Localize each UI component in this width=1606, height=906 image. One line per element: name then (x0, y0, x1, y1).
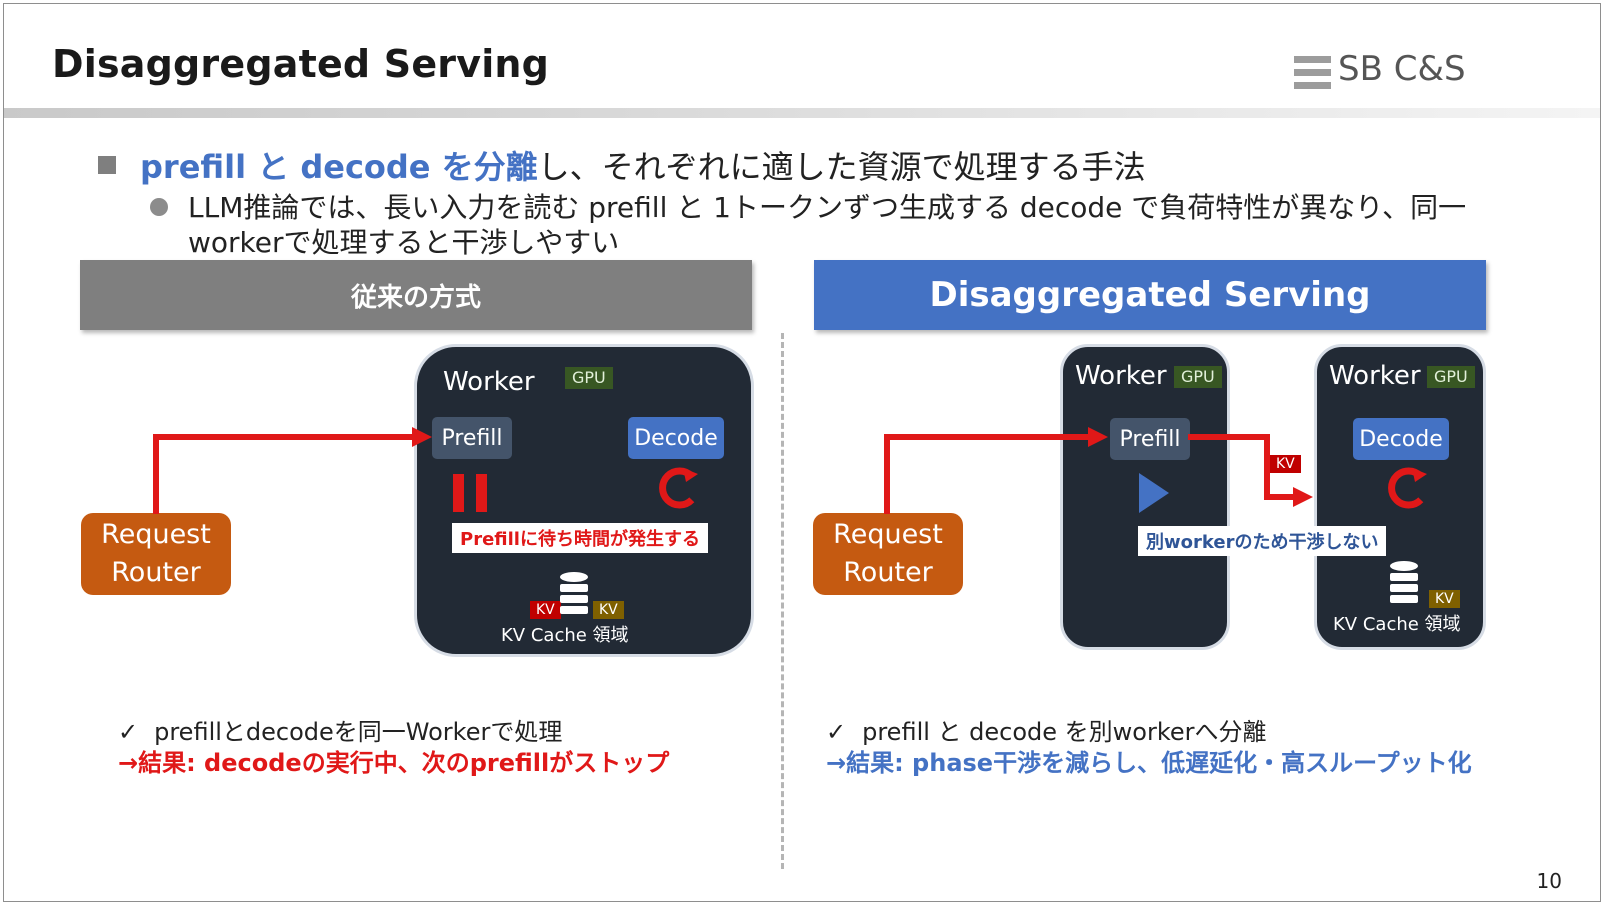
right-prefill-box: Prefill (1110, 418, 1190, 460)
right-check-icon: ✓ (826, 718, 847, 746)
logo-bars-icon (1294, 56, 1331, 89)
left-check-icon: ✓ (118, 718, 139, 746)
right-result-note: ✓ prefill と decode を別workerへ分離 →結果: phase… (826, 717, 1472, 779)
right-kv-cache-label: KV Cache 領域 (1333, 614, 1461, 635)
disaggregated-header: Disaggregated Serving (814, 260, 1486, 330)
prefill-worker: Worker GPU Prefill (1060, 344, 1230, 650)
left-kv-tag-gold: KV (593, 601, 624, 619)
slide: Disaggregated Serving SB C&S prefill と d… (3, 3, 1601, 902)
page-number: 10 (1536, 869, 1562, 893)
right-no-interference-callout: 別workerのため干渉しない (1138, 526, 1387, 556)
pause-icon (453, 474, 487, 512)
right-note-line2: →結果: phase干渉を減らし、低遅延化・高スループット化 (826, 749, 1472, 777)
main-bullet-highlight: prefill と decode を分離 (140, 148, 538, 186)
left-note-line1: prefillとdecodeを同一Workerで処理 (154, 718, 563, 746)
left-worker: Worker GPU Prefill Decode Prefillに待ち時間が発… (414, 344, 754, 657)
left-result-note: ✓ prefillとdecodeを同一Workerで処理 →結果: decodeの… (118, 717, 669, 779)
logo-text: SB C&S (1338, 49, 1466, 89)
right-request-router: Request Router (813, 513, 963, 595)
left-router-label: Request Router (101, 519, 211, 588)
left-prefill-box: Prefill (432, 417, 512, 459)
prefill-worker-gpu-badge: GPU (1174, 366, 1222, 388)
main-bullet-text: し、それぞれに適した資源で処理する手法 (537, 148, 1146, 186)
decode-worker-gpu-badge: GPU (1427, 366, 1475, 388)
left-gpu-badge: GPU (565, 367, 613, 389)
square-bullet-icon (98, 156, 116, 174)
section-divider (781, 333, 784, 869)
right-note-line1: prefill と decode を別workerへ分離 (862, 718, 1267, 746)
right-kv-tag-gold: KV (1429, 590, 1460, 608)
left-decode-box: Decode (628, 417, 724, 459)
slide-title: Disaggregated Serving (52, 42, 550, 86)
left-kv-cache-label: KV Cache 領域 (501, 625, 629, 646)
left-request-router: Request Router (81, 513, 231, 595)
main-bullet: prefill と decode を分離し、それぞれに適した資源で処理する手法 (98, 142, 1146, 188)
title-divider (4, 108, 1600, 118)
left-wait-callout: Prefillに待ち時間が発生する (452, 523, 708, 553)
decode-worker-label: Worker (1329, 361, 1421, 391)
sub-bullet-text: LLM推論では、長い入力を読む prefill と 1トークンずつ生成する de… (188, 191, 1467, 259)
kv-transfer-tag: KV (1270, 455, 1301, 473)
circle-bullet-icon (150, 198, 168, 216)
conventional-header: 従来の方式 (80, 260, 752, 330)
left-worker-label: Worker (443, 367, 535, 397)
left-kv-tag-red: KV (530, 601, 561, 619)
decode-worker: Worker GPU Decode KV KV Cache 領域 (1314, 344, 1486, 650)
prefill-worker-label: Worker (1075, 361, 1167, 391)
right-decode-box: Decode (1353, 418, 1449, 460)
left-note-line2: →結果: decodeの実行中、次のprefillがストップ (118, 749, 670, 777)
right-router-label: Request Router (833, 519, 943, 588)
